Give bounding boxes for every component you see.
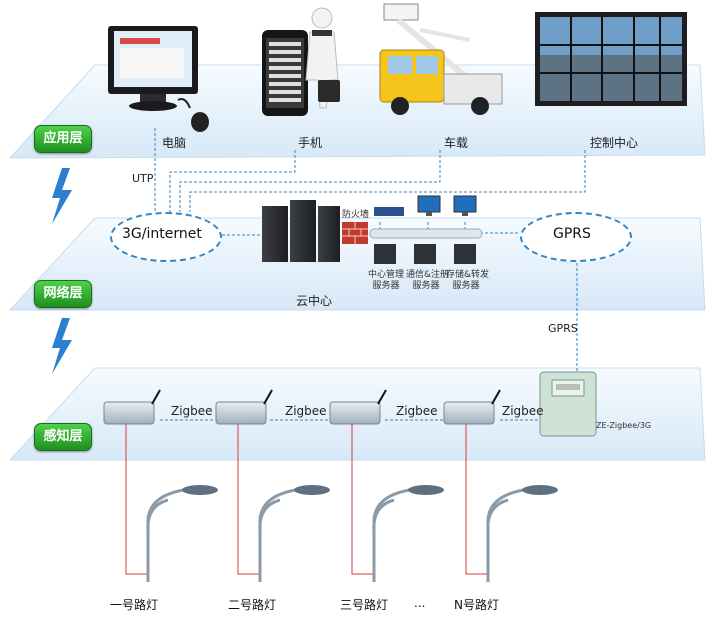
- server-rack-icon: [262, 200, 340, 262]
- gprs-cloud-label: GPRS: [553, 226, 591, 242]
- zigbee-node-icon: [443, 389, 501, 425]
- zigbee-node-icon: [329, 389, 387, 425]
- lamp-head: [522, 485, 558, 495]
- lamp-label: 三号路灯: [340, 598, 389, 612]
- street-lamp-icon: [146, 486, 211, 582]
- internet-cloud: [110, 212, 222, 262]
- zigbee-label: Zigbee: [285, 404, 327, 418]
- zigbee-label: Zigbee: [171, 404, 213, 418]
- server-label: 存储&转发 服务器: [446, 270, 490, 291]
- server-label: 通信&注册 服务器: [406, 270, 450, 291]
- firewall-icon: [342, 222, 368, 244]
- server-label: 中心管理 服务器: [368, 270, 405, 291]
- bucket-truck-icon: [379, 3, 503, 115]
- server-bus: [369, 228, 483, 239]
- lamp-head: [408, 485, 444, 495]
- layer-badge-perception: 感知层: [34, 423, 92, 451]
- zigbee-node-icon: [103, 389, 161, 425]
- video-wall-icon: [535, 12, 687, 106]
- zigbee-node-icon: [215, 389, 273, 425]
- lamp-label: 二号路灯: [228, 598, 277, 612]
- street-lamp-icon: [372, 486, 437, 582]
- firewall-label: 防火墙: [342, 210, 370, 220]
- lamp-label: N号路灯: [454, 598, 499, 612]
- computer-label: 电脑: [162, 136, 187, 150]
- gprs-link-label: GPRS: [548, 322, 578, 335]
- lightning-icon: [52, 318, 72, 374]
- lamp-head: [294, 485, 330, 495]
- lamp-head: [182, 485, 218, 495]
- gprs-cloud: [520, 212, 632, 262]
- street-lamp-icon: [486, 486, 551, 582]
- street-lamp-icon: [258, 486, 323, 582]
- layer-badge-network: 网络层: [34, 280, 92, 308]
- zigbee-label: Zigbee: [396, 404, 438, 418]
- phone-label: 手机: [298, 136, 323, 150]
- gateway-meter-icon: [539, 371, 597, 437]
- computer-icon: [108, 26, 209, 132]
- phone-icon: [262, 30, 308, 116]
- vehicle-label: 车载: [444, 136, 469, 150]
- server-icon: [374, 244, 476, 264]
- workstation-icon: [417, 195, 477, 216]
- cloud-center-label: 云中心: [296, 294, 333, 308]
- layer-badge-application: 应用层: [34, 125, 92, 153]
- utp-label: UTP: [132, 172, 154, 185]
- gateway-label: ZE-Zigbee/3G: [596, 421, 652, 430]
- lamp-label: 一号路灯: [110, 598, 159, 612]
- internet-cloud-label: 3G/internet: [122, 226, 202, 242]
- ellipsis-label: ...: [414, 596, 426, 610]
- switch-icon: [374, 207, 404, 216]
- businessman-icon: [305, 7, 340, 109]
- zigbee-label: Zigbee: [502, 404, 544, 418]
- lightning-icon: [52, 168, 72, 224]
- control-center-label: 控制中心: [590, 136, 639, 150]
